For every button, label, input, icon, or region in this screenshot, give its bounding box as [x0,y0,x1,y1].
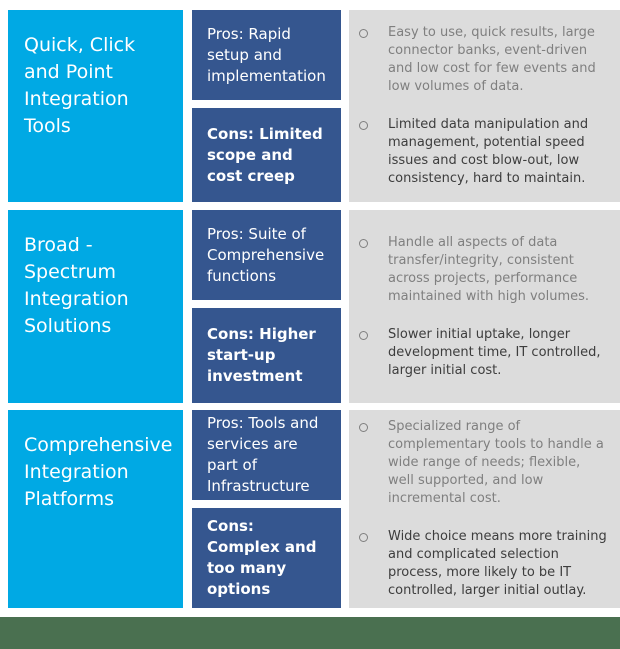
category-title: Comprehensive Integration Platforms [24,434,173,510]
category-title-box: Comprehensive Integration Platforms [8,410,183,608]
category-title-box: Broad - Spectrum Integration Solutions [8,210,183,403]
pros-text: Pros: Suite of Comprehensive functions [207,224,325,285]
row-comprehensive-platforms: Comprehensive Integration Platforms Pros… [8,410,620,608]
cons-text: Cons: Limited scope and cost creep [207,124,323,185]
circle-bullet-icon [359,121,368,130]
pros-box: Pros: Tools and services are part of Inf… [192,410,341,500]
pros-box: Pros: Suite of Comprehensive functions [192,210,341,300]
row-broad-spectrum: Broad - Spectrum Integration Solutions P… [8,210,620,403]
list-item: Specialized range of complementary tools… [349,418,610,508]
details-box: Handle all aspects of data transfer/inte… [349,210,620,403]
cons-text: Cons: Higher start-up investment [207,325,316,385]
circle-bullet-icon [359,533,368,542]
bullet-text: Slower initial uptake, longer developmen… [388,326,601,378]
bullet-text: Specialized range of complementary tools… [388,419,604,506]
circle-bullet-icon [359,238,368,248]
category-title-box: Quick, Click and Point Integration Tools [8,10,183,202]
pros-cons-column: Pros: Tools and services are part of Inf… [192,410,341,608]
cons-box: Cons: Limited scope and cost creep [192,108,341,202]
comparison-grid: Quick, Click and Point Integration Tools… [8,10,620,608]
details-box: Specialized range of complementary tools… [349,410,620,608]
cons-text: Cons: Complex and too many options [207,517,317,598]
details-box: Easy to use, quick results, large connec… [349,10,620,202]
category-title: Quick, Click and Point Integration Tools [24,34,136,137]
pros-cons-column: Pros: Rapid setup and implementation Con… [192,10,341,202]
list-item: Handle all aspects of data transfer/inte… [349,234,610,306]
category-title: Broad - Spectrum Integration Solutions [24,234,129,337]
list-item: Slower initial uptake, longer developmen… [349,326,610,380]
circle-bullet-icon [359,330,368,340]
cons-box: Cons: Complex and too many options [192,508,341,608]
list-item: Wide choice means more training and comp… [349,528,610,600]
bullet-text: Wide choice means more training and comp… [388,529,607,598]
bullet-text: Easy to use, quick results, large connec… [388,25,596,94]
pros-text: Pros: Tools and services are part of Inf… [207,414,319,495]
pros-text: Pros: Rapid setup and implementation [207,24,326,85]
list-item: Limited data manipulation and management… [349,116,610,188]
row-quick-click-point: Quick, Click and Point Integration Tools… [8,10,620,202]
bullet-text: Handle all aspects of data transfer/inte… [388,234,590,304]
list-item: Easy to use, quick results, large connec… [349,24,610,96]
circle-bullet-icon [359,423,368,432]
bullet-text: Limited data manipulation and management… [388,117,589,186]
pros-cons-column: Pros: Suite of Comprehensive functions C… [192,210,341,403]
cons-box: Cons: Higher start-up investment [192,308,341,403]
circle-bullet-icon [359,29,368,38]
footer-bar [0,617,620,649]
pros-box: Pros: Rapid setup and implementation [192,10,341,100]
